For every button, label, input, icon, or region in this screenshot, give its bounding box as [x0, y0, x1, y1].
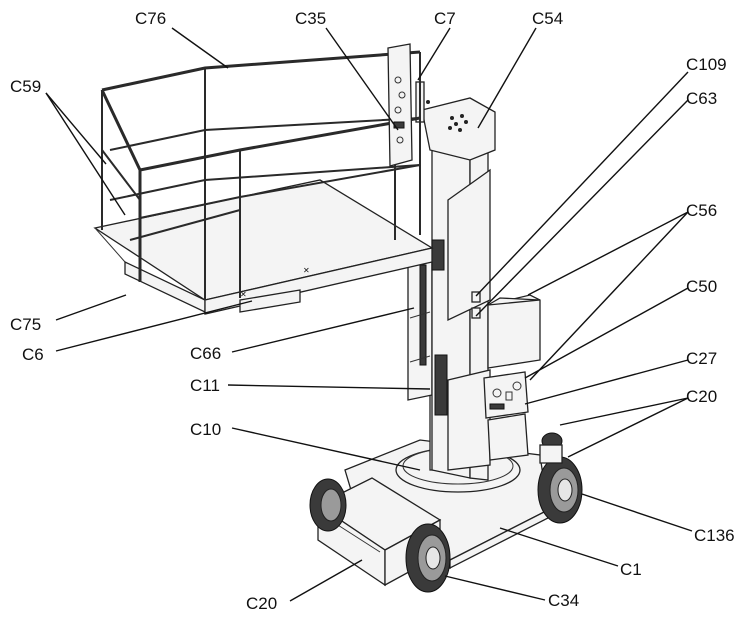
platform-floor: ✕ ✕: [93, 179, 434, 315]
label-c6: C6: [22, 345, 44, 364]
label-c75: C75: [10, 315, 41, 334]
upper-control-box: [387, 43, 430, 167]
label-c66: C66: [190, 344, 221, 363]
rear-right-wheel: [537, 456, 583, 524]
label-c1: C1: [620, 560, 642, 579]
svg-text:✕: ✕: [240, 290, 247, 299]
label-c50: C50: [686, 277, 717, 296]
label-c54: C54: [532, 9, 563, 28]
label-c20-right: C20: [686, 387, 717, 406]
label-c109: C109: [686, 55, 727, 74]
rear-left-wheel: [309, 478, 347, 532]
label-c56: C56: [686, 201, 717, 220]
label-c11: C11: [190, 376, 220, 395]
leader-lines: [45, 27, 693, 602]
label-c76: C76: [135, 9, 166, 28]
control-panel: [483, 371, 529, 461]
label-c10: C10: [190, 420, 221, 439]
label-c59: C59: [10, 77, 41, 96]
side-box: [487, 294, 541, 369]
label-c35: C35: [295, 9, 326, 28]
front-wheel: [405, 523, 451, 593]
label-c7: C7: [434, 9, 456, 28]
label-c27: C27: [686, 349, 717, 368]
label-c20-bottom: C20: [246, 594, 277, 613]
mast: [407, 81, 496, 481]
caster-wheel: [539, 432, 563, 464]
label-c34: C34: [548, 591, 579, 610]
svg-text:✕: ✕: [303, 266, 310, 275]
part-labels: C76 C35 C7 C54 C59 C109 C63 C56 C50 C75 …: [10, 9, 735, 613]
label-c136: C136: [694, 526, 735, 545]
label-c63: C63: [686, 89, 717, 108]
